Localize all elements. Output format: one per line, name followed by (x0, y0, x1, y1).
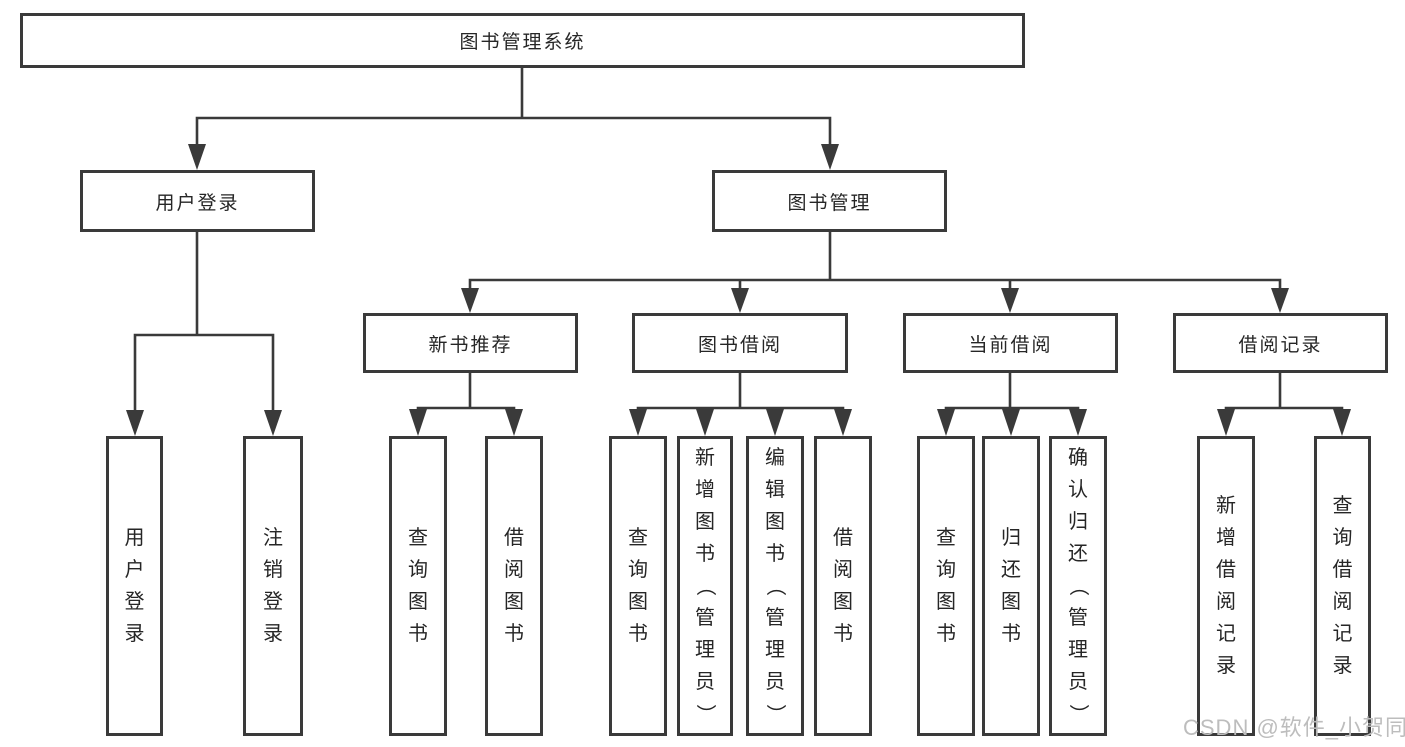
node-label: 当前借阅 (968, 334, 1053, 356)
node-label: 图书借阅 (697, 334, 782, 356)
leaf-borrow-books: 借阅图书 (814, 436, 872, 736)
node-label: 新增图书（管理员） (694, 447, 716, 724)
node-label: 用户登录 (124, 527, 145, 645)
node-label: 查询图书 (408, 527, 428, 645)
node-book-borrow: 图书借阅 (632, 313, 848, 373)
leaf-query-books-recommend: 查询图书 (389, 436, 447, 736)
leaf-add-books-admin: 新增图书（管理员） (677, 436, 733, 736)
node-label: 查询借阅记录 (1332, 495, 1353, 677)
node-book-management: 图书管理 (712, 170, 947, 232)
node-label: 确认归还（管理员） (1067, 447, 1089, 724)
node-label: 查询图书 (628, 527, 648, 645)
node-new-book-recommend: 新书推荐 (363, 313, 578, 373)
node-label: 借阅图书 (504, 527, 524, 645)
leaf-user-login: 用户登录 (106, 436, 163, 736)
node-label: 注销登录 (263, 527, 283, 645)
node-label: 借阅图书 (833, 527, 853, 645)
leaf-edit-books-admin: 编辑图书（管理员） (746, 436, 804, 736)
csdn-watermark: CSDN @软件_小贺同学 (1183, 715, 1405, 740)
leaf-query-books-current: 查询图书 (917, 436, 975, 736)
node-borrow-record: 借阅记录 (1173, 313, 1388, 373)
leaf-query-books-borrow: 查询图书 (609, 436, 667, 736)
node-label: 新增借阅记录 (1216, 495, 1236, 677)
node-label: 新书推荐 (428, 334, 513, 356)
leaf-logout: 注销登录 (243, 436, 303, 736)
leaf-borrow-books-recommend: 借阅图书 (485, 436, 543, 736)
node-label: 查询图书 (936, 527, 956, 645)
leaf-add-borrow-record: 新增借阅记录 (1197, 436, 1255, 736)
leaf-confirm-return-admin: 确认归还（管理员） (1049, 436, 1107, 736)
node-label: 编辑图书（管理员） (764, 447, 786, 724)
leaf-return-books: 归还图书 (982, 436, 1040, 736)
node-label: 归还图书 (1001, 527, 1021, 645)
node-library-management-system: 图书管理系统 (20, 13, 1025, 68)
node-label: 图书管理系统 (459, 32, 586, 53)
node-current-borrow: 当前借阅 (903, 313, 1118, 373)
node-user-login: 用户登录 (80, 170, 315, 232)
node-label: 用户登录 (155, 192, 240, 214)
leaf-query-borrow-record: 查询借阅记录 (1314, 436, 1371, 736)
node-label: 借阅记录 (1238, 334, 1323, 356)
node-label: 图书管理 (787, 192, 872, 214)
